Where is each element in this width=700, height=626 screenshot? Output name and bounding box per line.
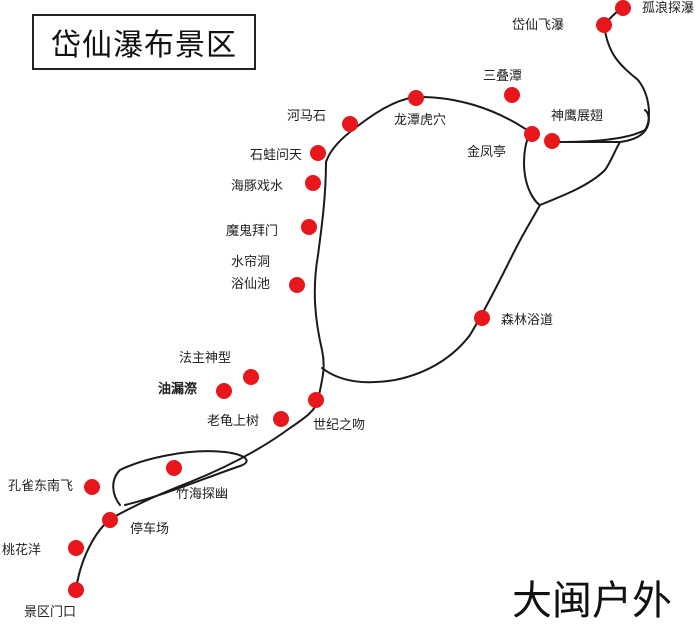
scenic-spot: 森林浴道 — [474, 310, 553, 328]
scenic-spot: 海豚戏水 — [231, 175, 321, 194]
scenic-spot: 桃花洋 — [2, 540, 84, 558]
spot-label: 老龟上树 — [207, 414, 259, 429]
scenic-spot: 岱仙飞瀑 — [512, 17, 612, 33]
spot-label: 海豚戏水 — [231, 179, 283, 194]
trail-bamboo-loop — [112, 450, 248, 506]
spot-label: 森林浴道 — [501, 313, 553, 328]
spot-marker-dot — [408, 90, 424, 106]
spot-marker-dot — [474, 310, 490, 326]
spot-marker-dot — [289, 277, 305, 293]
spot-label: 孔雀东南飞 — [8, 478, 73, 494]
spot-label: 油漏漈 — [158, 381, 198, 397]
scenic-spot: 油漏漈 — [158, 381, 232, 399]
trail-left-loop — [313, 96, 416, 401]
spot-marker-dot — [166, 460, 182, 476]
spot-label: 三叠潭 — [483, 69, 522, 84]
scenic-spot: 景区门口 — [24, 582, 84, 620]
spot-label: 浴仙池 — [231, 277, 270, 292]
spot-marker-dot — [342, 116, 358, 132]
scenic-spot: 石蛙问天 — [250, 145, 326, 163]
watermark-text: 大闽户外 — [512, 578, 672, 624]
scenic-spot: 世纪之吻 — [308, 392, 365, 433]
spot-label: 世纪之吻 — [313, 418, 365, 433]
spot-label: 孤浪探瀑 — [642, 1, 694, 16]
scenic-spot: 竹海探幽 — [166, 460, 228, 502]
scenic-spot: 停车场 — [102, 512, 169, 537]
spot-label: 法主神型 — [179, 351, 231, 366]
spot-label: 桃花洋 — [2, 542, 41, 558]
spot-label: 水帘洞 — [231, 254, 270, 270]
spot-marker-dot — [308, 392, 324, 408]
spot-label: 岱仙飞瀑 — [512, 18, 564, 33]
trail-right-loop — [321, 204, 541, 384]
trail-paths — [75, 7, 651, 591]
scenic-spot: 金凤亭 — [467, 126, 540, 160]
spot-label: 河马石 — [287, 109, 326, 124]
trail-top-loop — [414, 95, 531, 133]
map-title: 岱仙瀑布景区 — [32, 14, 256, 70]
spot-marker-dot — [305, 175, 321, 191]
trail-entrance — [75, 399, 319, 591]
spot-marker-dot — [615, 0, 631, 16]
spot-marker-dot — [310, 145, 326, 161]
scenic-spot: 水帘洞 — [231, 254, 270, 270]
scenic-spot: 龙潭虎穴 — [394, 90, 446, 128]
scenic-spot: 三叠潭 — [483, 69, 522, 103]
spot-label: 金凤亭 — [467, 144, 506, 160]
spot-label: 神鹰展翅 — [551, 108, 603, 124]
spot-marker-dot — [243, 369, 259, 385]
spot-marker-dot — [68, 540, 84, 556]
trail-waterfall-branch — [619, 109, 650, 143]
spot-marker-dot — [596, 17, 612, 33]
scenic-spot: 魔鬼拜门 — [226, 219, 317, 239]
spot-marker-dot — [544, 133, 560, 149]
spot-label: 魔鬼拜门 — [226, 223, 278, 239]
scenic-spot: 浴仙池 — [231, 277, 305, 293]
scenic-spot: 法主神型 — [179, 351, 259, 385]
spot-marker-dot — [301, 219, 317, 235]
scenic-spot: 孤浪探瀑 — [615, 0, 694, 16]
spot-label: 竹海探幽 — [176, 487, 228, 502]
spot-marker-dot — [504, 87, 520, 103]
scenic-spot: 孔雀东南飞 — [8, 478, 100, 495]
spot-label: 石蛙问天 — [250, 148, 302, 163]
scenic-spot: 河马石 — [287, 109, 358, 132]
spot-marker-dot — [524, 126, 540, 142]
spot-label: 景区门口 — [24, 605, 76, 620]
scenic-spot: 老龟上树 — [207, 411, 289, 429]
spot-label: 龙潭虎穴 — [394, 113, 446, 128]
spot-marker-dot — [68, 582, 84, 598]
spot-marker-dot — [102, 512, 118, 528]
spot-marker-dot — [84, 479, 100, 495]
spot-marker-dot — [216, 383, 232, 399]
spot-label: 停车场 — [130, 521, 169, 537]
trail-junction — [523, 131, 621, 206]
spot-marker-dot — [273, 411, 289, 427]
scenic-spot: 神鹰展翅 — [544, 108, 603, 149]
